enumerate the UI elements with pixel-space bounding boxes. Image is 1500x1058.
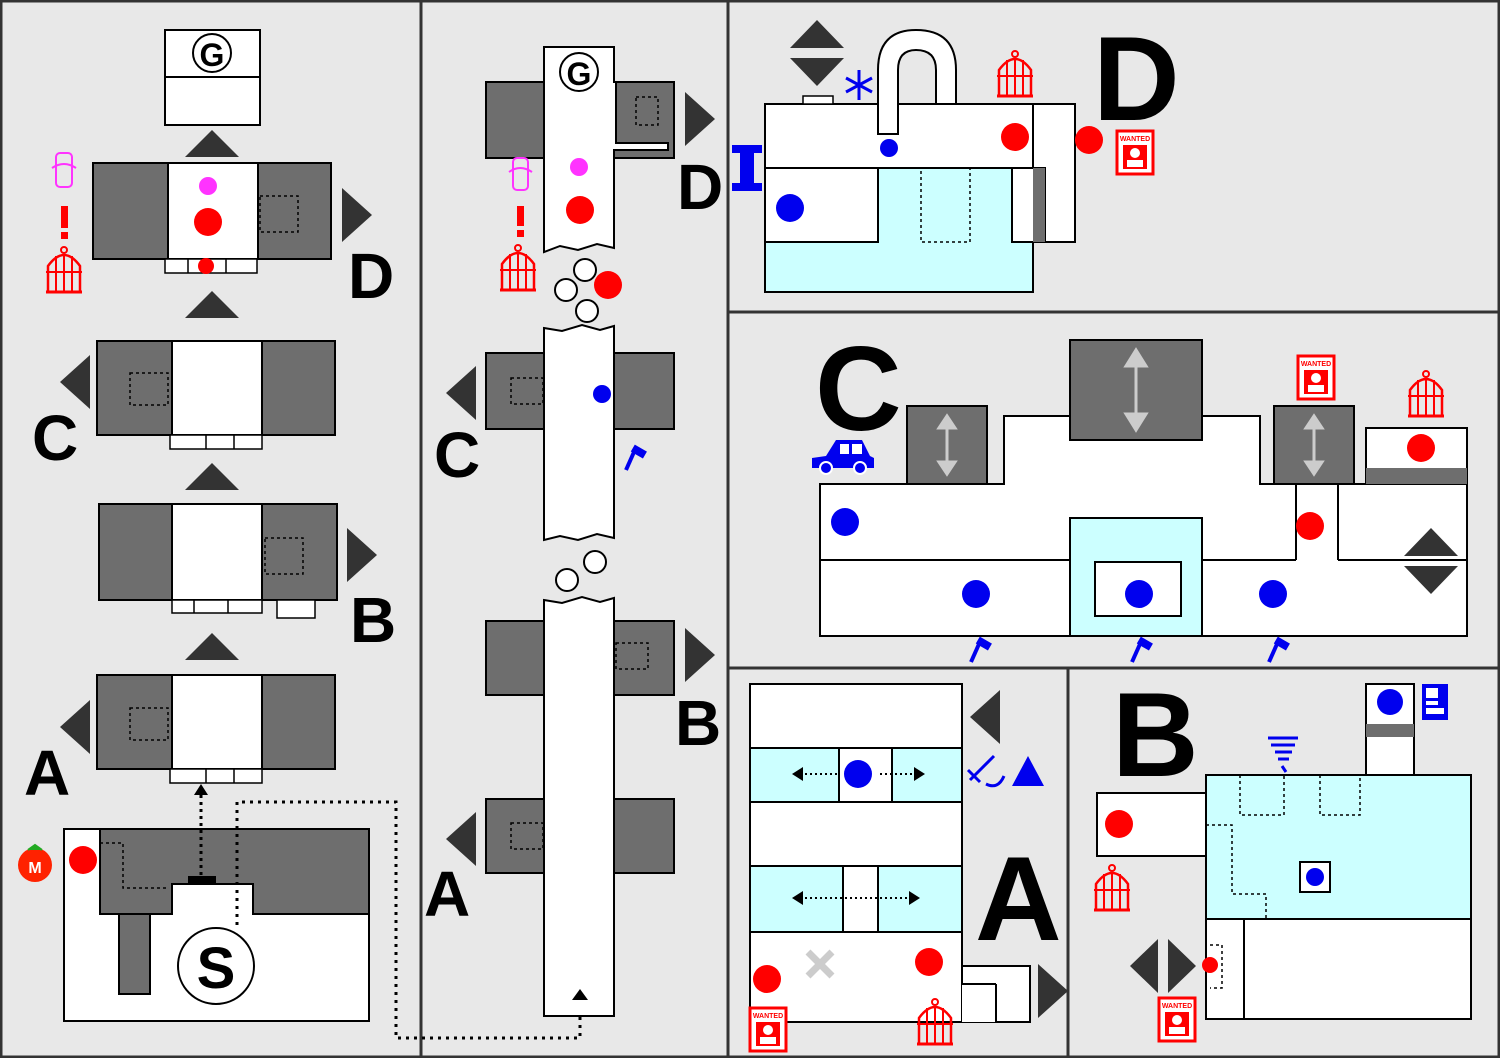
room-label-c: C [434, 419, 480, 491]
red-marker [1407, 434, 1435, 462]
room-label-a: A [24, 737, 70, 809]
start-label: S [197, 936, 236, 1001]
tornado-icon [1268, 736, 1298, 773]
overview-panel: G D [18, 29, 582, 1040]
red-marker [1202, 957, 1218, 973]
right-arrow-icon [685, 628, 715, 682]
red-marker [198, 258, 214, 274]
room-label-a: A [424, 858, 470, 930]
blue-marker [1125, 580, 1153, 608]
vending-machine-icon [1422, 684, 1448, 720]
up-arrow-icon [572, 989, 588, 1000]
up-arrow-icon [185, 291, 239, 318]
left-arrow-icon [60, 355, 90, 409]
blue-marker [1377, 689, 1403, 715]
magenta-marker [199, 177, 217, 195]
scroll-icon [508, 157, 533, 191]
door-icon [732, 145, 762, 191]
scroll-icon [51, 152, 77, 188]
wanted-poster-icon: WANTED [1157, 996, 1197, 1043]
x-mark-icon [805, 949, 835, 979]
room-d-overview: D [92, 162, 394, 312]
up-arrow-icon [185, 463, 239, 490]
blue-marker [1306, 868, 1324, 886]
room-label-c: C [815, 322, 902, 456]
room-label-b: B [1112, 668, 1199, 802]
goal-room: G [164, 29, 261, 126]
blue-marker [844, 760, 872, 788]
red-marker [753, 965, 781, 993]
room-label-d: D [677, 151, 723, 223]
blue-marker [593, 385, 611, 403]
room-b-overview: B [98, 503, 396, 656]
right-arrow-icon [685, 92, 715, 146]
sword-icon [966, 754, 1006, 788]
up-arrow-icon [194, 784, 208, 795]
cone-icon [1012, 756, 1044, 786]
blue-marker [962, 580, 990, 608]
start-room: S [63, 828, 370, 1022]
up-down-arrow-icon [790, 20, 844, 86]
red-marker [1105, 810, 1133, 838]
room-label-c: C [32, 402, 78, 474]
hub-panel: G D C [424, 46, 723, 1017]
left-arrow-icon [446, 366, 476, 420]
room-d-panel: WANTED D [732, 12, 1180, 293]
magenta-marker [570, 158, 588, 176]
exclamation-icon [517, 206, 524, 237]
right-arrow-icon [342, 188, 372, 242]
room-label-d: D [1093, 12, 1180, 146]
red-marker [1075, 126, 1103, 154]
room-c-overview: C [32, 340, 336, 474]
svg-text:WANTED: WANTED [1301, 361, 1331, 368]
maxim-tomato-icon: M [18, 843, 52, 882]
room-label-b: B [675, 687, 721, 759]
room-label-a: A [975, 832, 1062, 966]
bubble-connector [554, 258, 599, 323]
left-arrow-icon [970, 690, 1000, 744]
room-a-panel: WANTED A [748, 683, 1068, 1053]
up-arrow-icon [185, 130, 239, 157]
room-a-overview: A [24, 674, 336, 809]
red-marker [1296, 512, 1324, 540]
right-arrow-icon [347, 528, 377, 582]
snowflake-icon [845, 70, 873, 100]
exclamation-icon [61, 206, 68, 239]
goal-label: G [567, 56, 592, 92]
blue-marker [880, 139, 898, 157]
red-marker [1001, 123, 1029, 151]
blue-marker [1259, 580, 1287, 608]
red-marker [594, 271, 622, 299]
up-down-arrow-icon [1404, 528, 1458, 594]
svg-text:M: M [28, 860, 41, 877]
red-marker [194, 208, 222, 236]
room-b-panel: B WANTED [1092, 668, 1472, 1043]
room-label-d: D [348, 240, 394, 312]
up-arrow-icon [185, 633, 239, 660]
svg-text:WANTED: WANTED [1120, 136, 1150, 143]
right-arrow-icon [1038, 964, 1068, 1018]
blue-marker [776, 194, 804, 222]
wanted-poster-icon: WANTED [1115, 129, 1155, 176]
car-icon [812, 440, 874, 475]
red-marker [69, 846, 97, 874]
svg-text:WANTED: WANTED [1162, 1003, 1192, 1010]
room-label-b: B [350, 584, 396, 656]
blue-marker [831, 508, 859, 536]
horizontal-arrow-icon [800, 773, 918, 899]
vertical-arrow-icon [936, 347, 1325, 477]
left-arrow-icon [446, 812, 476, 866]
left-right-arrow-icon [1130, 939, 1196, 993]
wanted-poster-icon: WANTED [748, 1006, 788, 1053]
bubble-connector [555, 550, 607, 592]
left-arrow-icon [60, 700, 90, 754]
red-marker [915, 948, 943, 976]
room-c-panel: C [812, 322, 1468, 664]
goal-label: G [200, 37, 225, 73]
red-marker [566, 196, 594, 224]
svg-text:WANTED: WANTED [753, 1013, 783, 1020]
wanted-poster-icon: WANTED [1296, 354, 1336, 401]
